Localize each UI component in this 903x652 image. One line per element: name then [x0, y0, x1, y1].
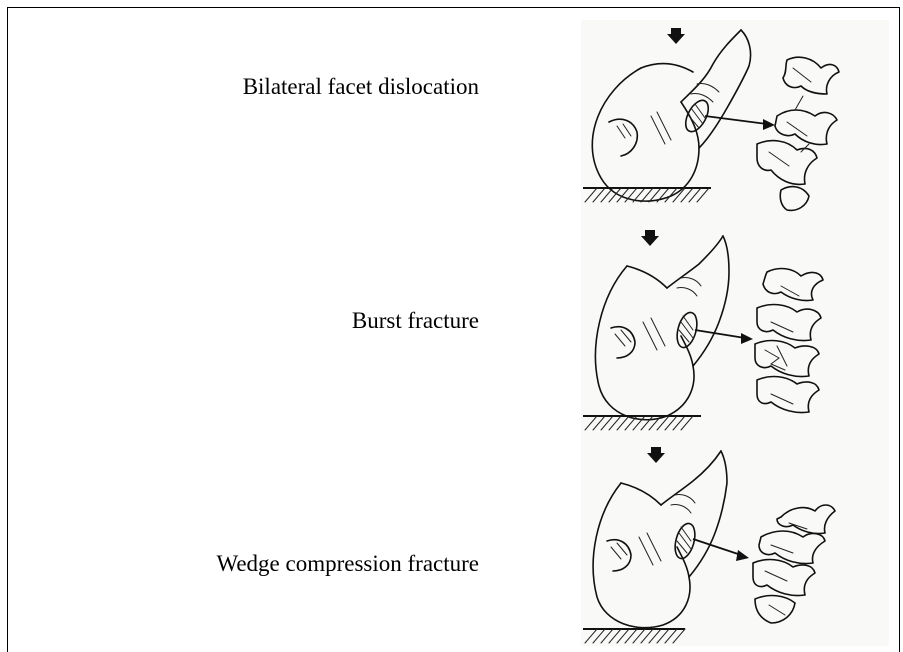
ground-icon — [583, 416, 701, 430]
skull-icon — [595, 266, 694, 420]
neck-icon — [681, 30, 751, 148]
label-wedge-compression-fracture: Wedge compression fracture — [216, 551, 479, 577]
wedge-compression-fracture-illustration — [581, 433, 889, 646]
neck-icon — [667, 236, 729, 366]
bilateral-facet-dislocation-illustration — [581, 20, 889, 230]
vertebrae-dislocation-icon — [757, 57, 839, 210]
label-bilateral-facet-dislocation: Bilateral facet dislocation — [243, 74, 479, 100]
pressure-arrow-icon — [641, 230, 659, 246]
pressure-arrow-icon — [647, 447, 665, 463]
figure-frame: Bilateral facet dislocation Burst fractu… — [7, 7, 900, 652]
vertebrae-wedge-icon — [753, 505, 835, 623]
label-burst-fracture: Burst fracture — [352, 308, 479, 334]
pointer-arrow-icon — [695, 330, 753, 344]
pressure-arrow-icon — [667, 28, 685, 44]
skull-icon — [592, 64, 699, 201]
pointer-arrow-icon — [693, 539, 749, 561]
ground-icon — [583, 188, 711, 202]
ground-icon — [583, 629, 685, 643]
burst-fracture-illustration — [581, 226, 889, 440]
neck-icon — [661, 451, 727, 577]
vertebrae-burst-icon — [755, 269, 823, 413]
